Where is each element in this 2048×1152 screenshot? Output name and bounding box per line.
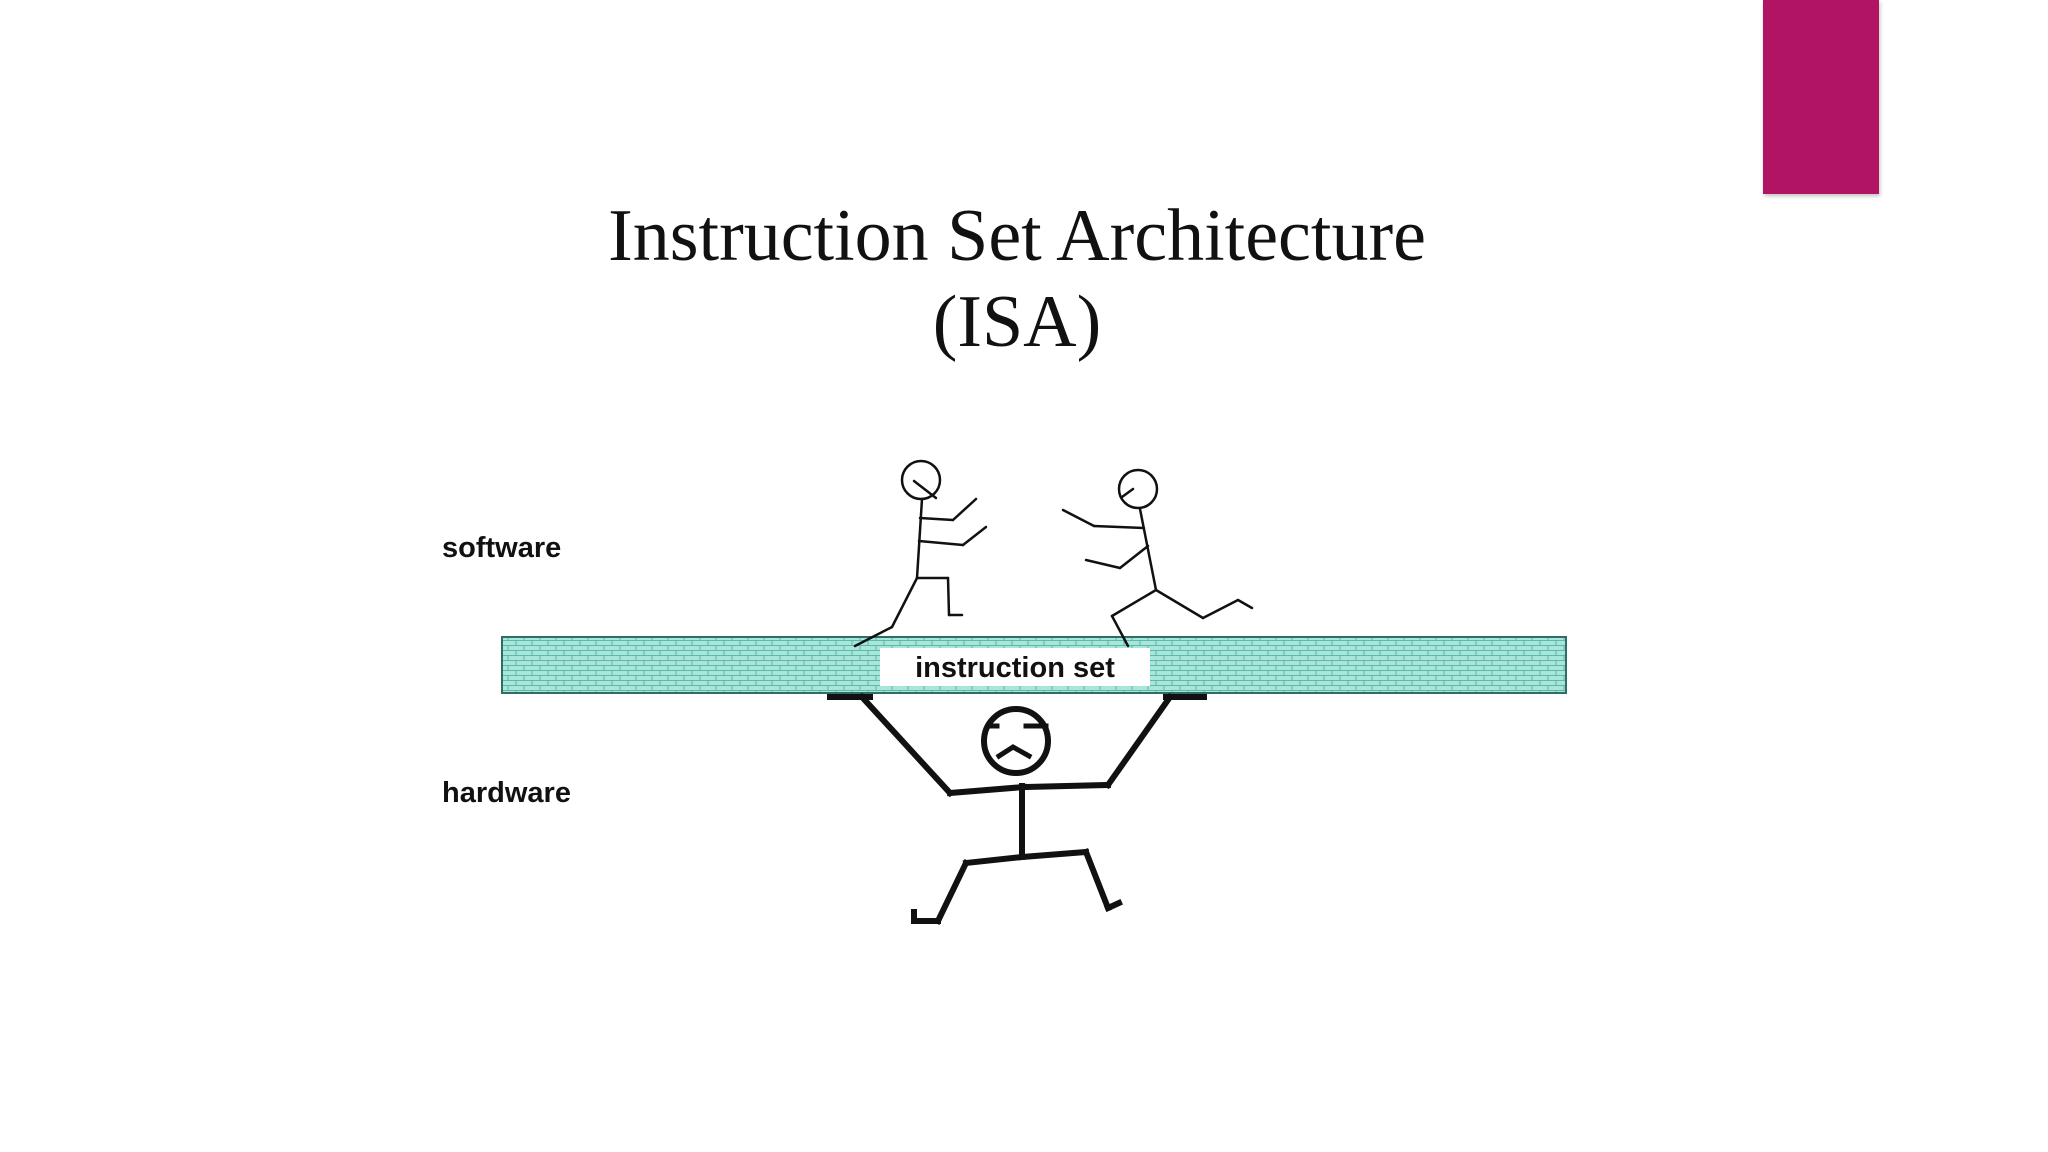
software-label: software — [442, 532, 561, 564]
title-line-1: Instruction Set Architecture — [608, 195, 1426, 277]
stick-figure-running-icon — [1061, 468, 1254, 648]
stick-figure-walking-icon — [853, 459, 988, 648]
accent-bar — [1763, 0, 1879, 194]
hardware-label: hardware — [442, 777, 571, 809]
title-line-2: (ISA) — [932, 281, 1102, 363]
page-title: Instruction Set Architecture (ISA) — [0, 193, 2048, 365]
instruction-set-label: instruction set — [915, 652, 1115, 684]
stick-figure-frowning-icon — [827, 692, 1207, 926]
instruction-set-label-box — [880, 648, 1150, 686]
